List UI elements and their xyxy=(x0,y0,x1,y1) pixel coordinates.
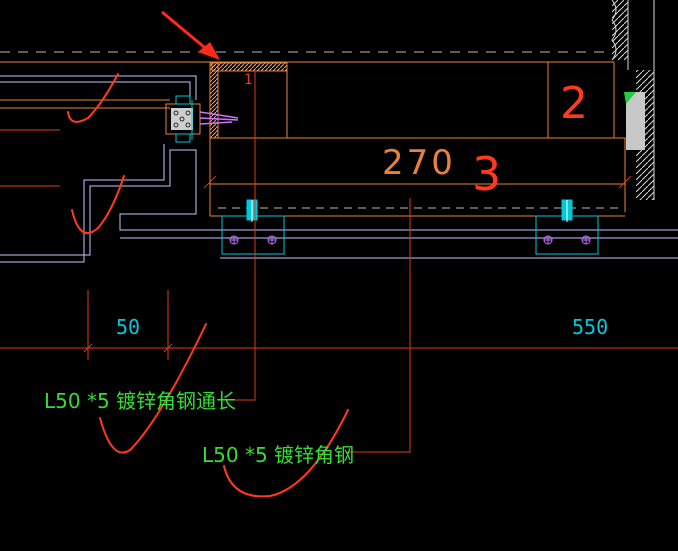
leader-lines xyxy=(218,72,411,453)
callout-angle-steel-continuous: L50 *5 镀锌角钢通长 xyxy=(44,389,236,413)
anchor-plate-right xyxy=(535,199,599,255)
handwritten-marker-3: 3 xyxy=(472,147,501,201)
section-marker-1: 1 xyxy=(244,72,253,88)
callout-angle-steel: L50 *5 镀锌角钢 xyxy=(202,443,354,467)
anchor-plate-left xyxy=(221,199,285,255)
insulation-block xyxy=(624,92,645,150)
dimension-550: 550 xyxy=(572,315,608,339)
angle-steel-leg xyxy=(209,62,219,139)
steel-frame-box xyxy=(0,61,626,217)
dimension-lines xyxy=(0,129,678,360)
dimension-50: 50 xyxy=(116,315,140,339)
bolt-connection xyxy=(165,95,239,143)
dimension-270: 270 xyxy=(382,143,456,183)
cladding-lines xyxy=(0,75,678,263)
angle-steel-section xyxy=(211,62,288,72)
handwritten-marker-2: 2 xyxy=(560,78,588,129)
annotation-arrow xyxy=(161,10,220,60)
handwritten-markup xyxy=(67,73,349,498)
